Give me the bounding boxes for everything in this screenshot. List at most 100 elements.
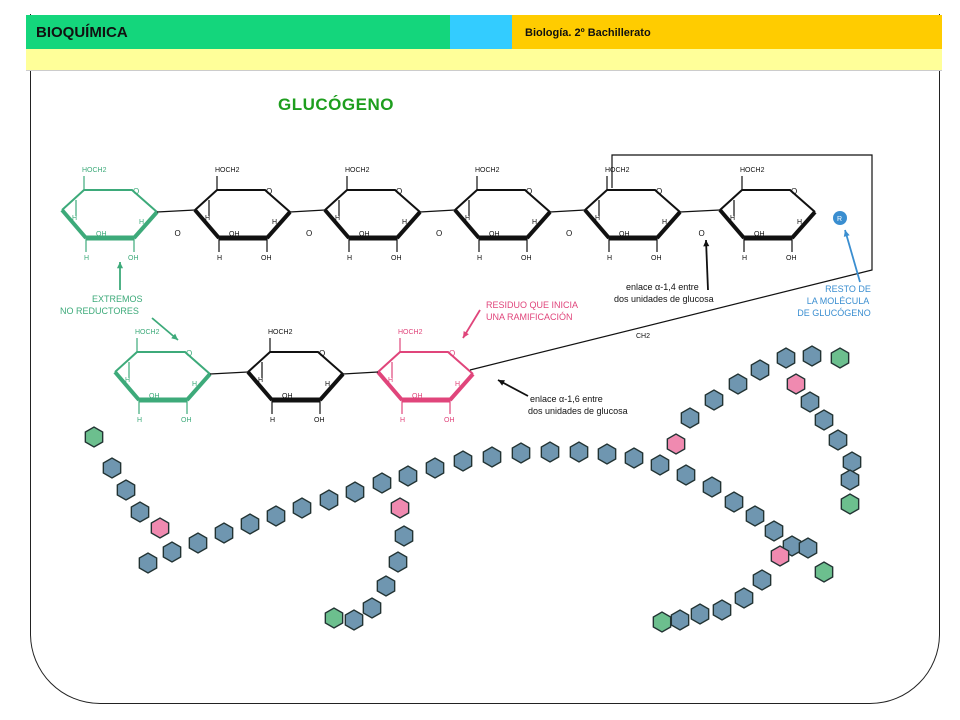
ring-left-edge <box>113 370 141 402</box>
alpha14-link-label-1: enlace α-1,4 entre <box>626 282 699 292</box>
ring-oh-bottom-label: OH <box>261 255 272 262</box>
upper-branch-bead-8 <box>830 347 850 369</box>
ring-h-right-label: H <box>139 219 144 226</box>
header-orange-bar <box>512 15 942 49</box>
ring-hoch2-label: HOCH2 <box>605 167 630 174</box>
middle-branch-bead-4 <box>376 575 396 597</box>
section-title: BIOQUÍMICA <box>36 24 128 41</box>
ring-back-edge <box>584 189 681 213</box>
upper-right-arm-bead-3 <box>814 409 834 431</box>
upper-branch-bead-7 <box>802 345 822 367</box>
alpha16-link-label-1: enlace α-1,6 entre <box>530 394 603 404</box>
middle-branch-bead-1 <box>390 497 410 519</box>
upper-branch-bead-3 <box>704 389 724 411</box>
upper-branch-bead-1 <box>666 433 686 455</box>
upper-branch-bead-6 <box>776 347 796 369</box>
ring-hoch2-label: HOCH2 <box>345 167 370 174</box>
ring-left-edge <box>60 208 88 240</box>
middle-branch-bead-7 <box>324 607 344 629</box>
right-tip-bead-1 <box>798 537 818 559</box>
backbone-bead-17 <box>569 441 589 463</box>
backbone-bead-16 <box>540 441 560 463</box>
ring-oxygen-label: O <box>319 349 325 358</box>
rest-molecule-label-2: LA MOLÉCULA <box>807 296 870 306</box>
ring-oh-label: OH <box>96 231 107 238</box>
ring-oh-label: OH <box>149 393 160 400</box>
rest-molecule-label-1: RESTO DE <box>825 284 871 294</box>
upper-right-arm-bead-2 <box>800 391 820 413</box>
left-arm-bead-1 <box>150 517 170 539</box>
diagram-title: GLUCÓGENO <box>278 95 394 114</box>
backbone-bead-14 <box>482 446 502 468</box>
upper-right-arm-bead-5 <box>842 451 862 473</box>
bridge-oxygen-label: O <box>175 229 181 238</box>
branch-residue-arrow-head <box>463 331 469 338</box>
ring-oxygen-label: O <box>656 187 662 196</box>
ring-h-bottom-label: H <box>607 255 612 262</box>
ring-oh-bottom-label: OH <box>786 255 797 262</box>
right-lower-branch-bead-4 <box>712 599 732 621</box>
middle-branch-bead-2 <box>394 525 414 547</box>
ring-back-edge <box>247 351 344 375</box>
ring-h-bottom-label: H <box>270 417 275 424</box>
bridge-oxygen-label: O <box>699 229 705 238</box>
ring-hoch2-label: HOCH2 <box>215 167 240 174</box>
left-arm-bead-5 <box>84 426 104 448</box>
right-tip-bead-2 <box>814 561 834 583</box>
backbone-bead-19 <box>624 447 644 469</box>
ring-back-edge <box>719 189 816 213</box>
course-label: Biología. 2º Bachillerato <box>525 27 651 39</box>
backbone-bead-4 <box>214 522 234 544</box>
ring-h-bottom-label: H <box>217 255 222 262</box>
ring-oxygen-label: O <box>186 349 192 358</box>
ring-hoch2-label: HOCH2 <box>398 329 423 336</box>
ring-oh-label: OH <box>412 393 423 400</box>
ring-h-bottom-label: H <box>84 255 89 262</box>
backbone-bead-23 <box>724 491 744 513</box>
backbone-bead-15 <box>511 442 531 464</box>
middle-branch-bead-5 <box>362 597 382 619</box>
ring-left-edge <box>376 370 404 402</box>
ring-h-right-label: H <box>325 381 330 388</box>
ring-h-bottom-label: H <box>347 255 352 262</box>
backbone-bead-2 <box>162 541 182 563</box>
ring-h-bottom-label: H <box>742 255 747 262</box>
ring-h-right-label: H <box>272 219 277 226</box>
backbone-bead-3 <box>188 532 208 554</box>
non-reducing-arrow-bottom-head <box>171 333 178 340</box>
rest-molecule-arrow-head <box>843 230 850 237</box>
ring-left-edge <box>583 208 611 240</box>
backbone-bead-12 <box>425 457 445 479</box>
upper-right-arm-bead-1 <box>786 373 806 395</box>
rest-molecule-dot-label: R <box>837 216 842 223</box>
ring-h-bottom-label: H <box>477 255 482 262</box>
content-frame <box>30 14 940 704</box>
ring-h-label: H <box>335 215 340 222</box>
left-arm-bead-3 <box>116 479 136 501</box>
right-lower-branch-bead-6 <box>670 609 690 631</box>
ring-h-right-label: H <box>662 219 667 226</box>
upper-right-arm-bead-7 <box>840 493 860 515</box>
header-cyan-bar <box>450 15 512 49</box>
non-reducing-ends-label-1: EXTREMOS <box>92 294 143 304</box>
ring-h-right-label: H <box>532 219 537 226</box>
ring-oxygen-label: O <box>396 187 402 196</box>
ring-h-bottom-label: H <box>400 417 405 424</box>
alpha14-bond <box>156 209 196 213</box>
backbone-bead-25 <box>764 520 784 542</box>
alpha16-link-label-2: dos unidades de glucosa <box>528 406 628 416</box>
ring-left-edge <box>323 208 351 240</box>
header-yellow-band <box>26 49 942 71</box>
ring-hoch2-label: HOCH2 <box>268 329 293 336</box>
ring-left-edge <box>718 208 746 240</box>
header-green-bar <box>26 15 450 49</box>
ring-back-edge <box>114 351 211 375</box>
ring-oh-bottom-label: OH <box>391 255 402 262</box>
ring-right-edge <box>132 210 159 240</box>
backbone-bead-1 <box>138 552 158 574</box>
middle-branch-bead-3 <box>388 551 408 573</box>
ring-right-edge <box>185 372 212 402</box>
